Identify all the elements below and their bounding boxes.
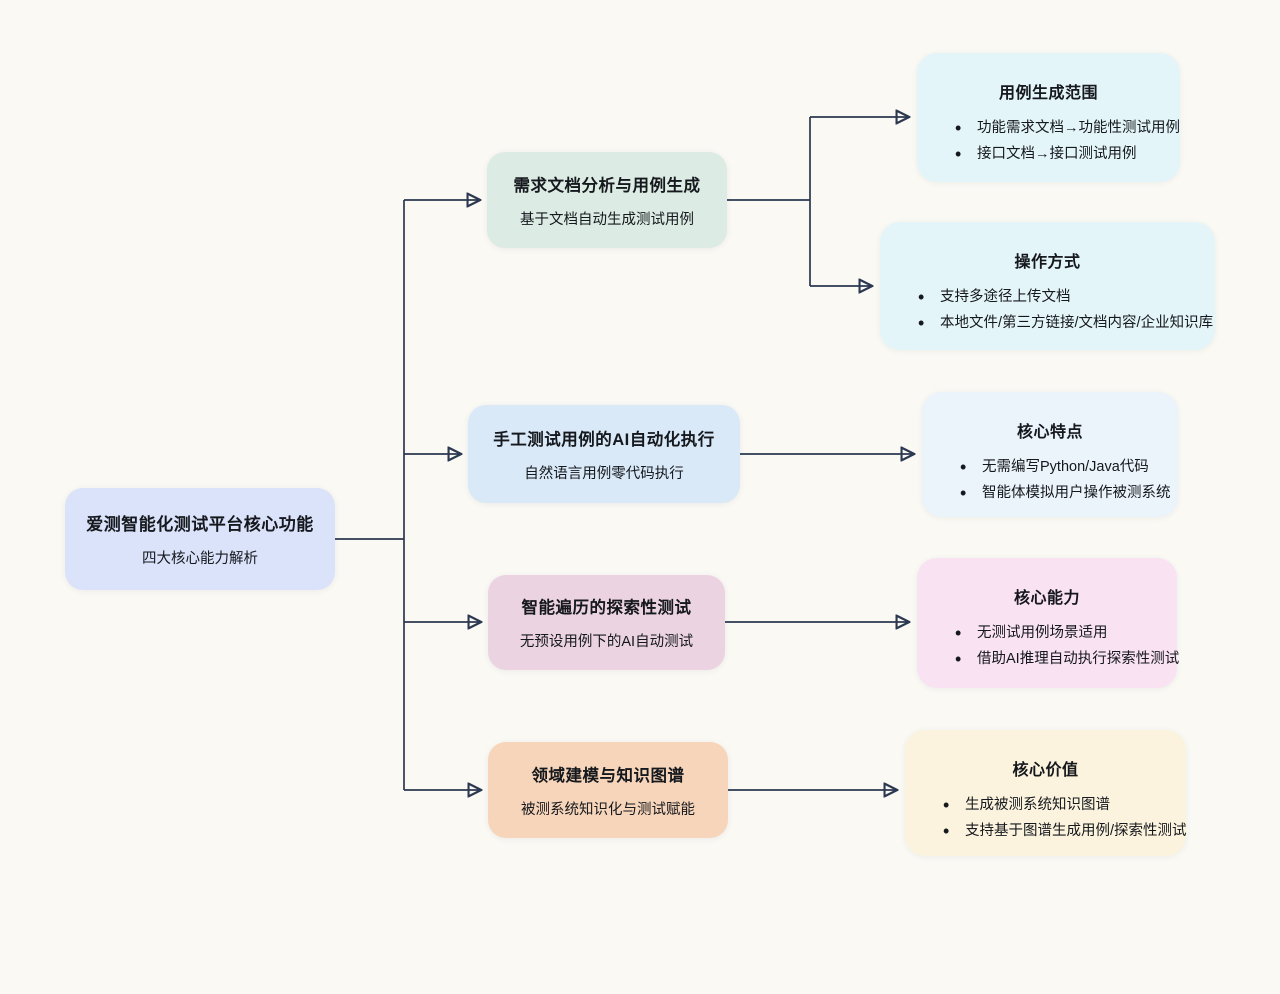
branch-node-ai-automation: 手工测试用例的AI自动化执行 自然语言用例零代码执行 [468, 405, 740, 503]
branch-node-subtitle: 被测系统知识化与测试赋能 [521, 801, 695, 818]
root-node-title: 爱测智能化测试平台核心功能 [86, 515, 314, 534]
leaf-bullet: 支持多途径上传文档 [918, 284, 1199, 310]
leaf-bullet: 接口文档→接口测试用例 [955, 141, 1164, 167]
leaf-bullet-list: 支持多途径上传文档 本地文件/第三方链接/文档内容/企业知识库 [896, 284, 1213, 336]
leaf-node-core-capabilities: 核心能力 无测试用例场景适用 借助AI推理自动执行探索性测试 [917, 558, 1179, 688]
leaf-bullet-list: 生成被测系统知识图谱 支持基于图谱生成用例/探索性测试 [921, 792, 1187, 844]
branch-node-requirement-analysis: 需求文档分析与用例生成 基于文档自动生成测试用例 [487, 152, 727, 248]
leaf-node-title: 用例生成范围 [998, 85, 1098, 102]
leaf-node-title: 核心能力 [1013, 590, 1080, 607]
root-node: 爱测智能化测试平台核心功能 四大核心能力解析 [65, 488, 335, 590]
leaf-bullet-list: 功能需求文档→功能性测试用例 接口文档→接口测试用例 [933, 115, 1180, 167]
edge-branch1-junction [727, 117, 811, 286]
leaf-bullet: 生成被测系统知识图谱 [943, 792, 1170, 818]
leaf-bullet-list: 无测试用例场景适用 借助AI推理自动执行探索性测试 [933, 620, 1179, 672]
leaf-node-title: 核心特点 [1016, 424, 1083, 441]
branch-node-title: 需求文档分析与用例生成 [513, 176, 701, 195]
leaf-node-title: 操作方式 [1014, 254, 1081, 271]
leaf-node-core-value: 核心价值 生成被测系统知识图谱 支持基于图谱生成用例/探索性测试 [905, 730, 1187, 856]
branch-node-title: 智能遍历的探索性测试 [521, 599, 692, 617]
leaf-bullet-list: 无需编写Python/Java代码 智能体模拟用户操作被测系统 [938, 454, 1171, 506]
leaf-node-core-features: 核心特点 无需编写Python/Java代码 智能体模拟用户操作被测系统 [922, 392, 1178, 517]
leaf-bullet: 借助AI推理自动执行探索性测试 [955, 646, 1179, 672]
branch-node-subtitle: 基于文档自动生成测试用例 [520, 211, 694, 228]
branch-node-subtitle: 自然语言用例零代码执行 [524, 465, 684, 482]
leaf-node-case-generation-scope: 用例生成范围 功能需求文档→功能性测试用例 接口文档→接口测试用例 [917, 53, 1180, 182]
branch-node-title: 领域建模与知识图谱 [531, 766, 685, 785]
leaf-bullet: 支持基于图谱生成用例/探索性测试 [943, 818, 1187, 844]
branch-node-subtitle: 无预设用例下的AI自动测试 [519, 634, 694, 650]
branch-node-exploratory-testing: 智能遍历的探索性测试 无预设用例下的AI自动测试 [488, 575, 725, 670]
branch-node-title: 手工测试用例的AI自动化执行 [493, 430, 715, 449]
leaf-bullet: 智能体模拟用户操作被测系统 [960, 480, 1171, 506]
leaf-bullet: 本地文件/第三方链接/文档内容/企业知识库 [918, 310, 1213, 336]
leaf-node-title: 核心价值 [1012, 762, 1079, 779]
leaf-node-operation-mode: 操作方式 支持多途径上传文档 本地文件/第三方链接/文档内容/企业知识库 [880, 222, 1215, 350]
root-node-subtitle: 四大核心能力解析 [142, 551, 258, 567]
leaf-bullet: 功能需求文档→功能性测试用例 [955, 115, 1180, 141]
leaf-bullet: 无需编写Python/Java代码 [960, 454, 1162, 480]
branch-node-knowledge-graph: 领域建模与知识图谱 被测系统知识化与测试赋能 [488, 742, 728, 838]
leaf-bullet: 无测试用例场景适用 [955, 620, 1161, 646]
